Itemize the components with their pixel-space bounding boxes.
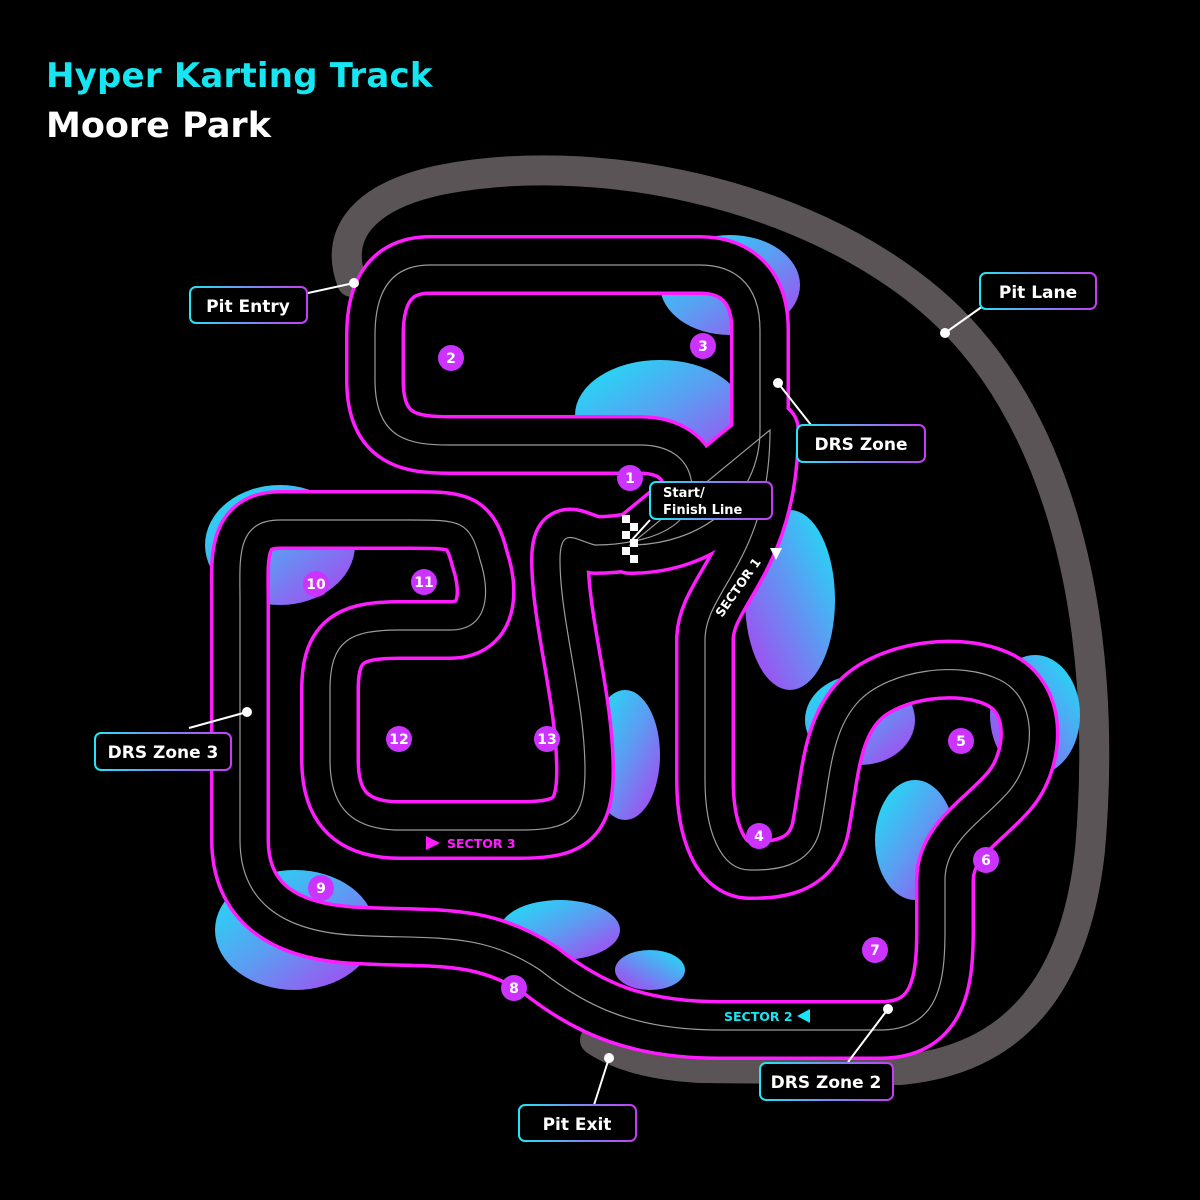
turn-1-marker: 1: [617, 465, 643, 491]
svg-text:10: 10: [306, 577, 326, 593]
turn-3-marker: 3: [690, 333, 716, 359]
start-finish-checker: [622, 515, 638, 563]
svg-text:11: 11: [414, 575, 433, 591]
callout-leaders: [188, 278, 984, 1106]
turn-13-marker: 13: [534, 726, 560, 752]
svg-text:8: 8: [509, 981, 519, 997]
svg-text:Start/: Start/: [663, 486, 705, 501]
svg-text:DRS Zone 2: DRS Zone 2: [771, 1073, 882, 1093]
turn-7-marker: 7: [862, 937, 888, 963]
svg-text:Pit Lane: Pit Lane: [999, 283, 1077, 303]
svg-text:5: 5: [956, 734, 966, 750]
svg-text:7: 7: [870, 943, 880, 959]
svg-text:DRS Zone 3: DRS Zone 3: [108, 743, 219, 763]
map-subtitle: Moore Park: [46, 106, 271, 146]
callout-start-finish: Start/ Finish Line: [649, 481, 773, 520]
sector-3-label: SECTOR 3: [447, 836, 516, 851]
turn-8-marker: 8: [501, 975, 527, 1001]
svg-text:DRS Zone: DRS Zone: [814, 435, 907, 455]
turn-9-marker: 9: [308, 875, 334, 901]
turn-12-marker: 12: [386, 726, 412, 752]
svg-text:9: 9: [316, 881, 326, 897]
turn-11-marker: 11: [411, 569, 437, 595]
turn-4-marker: 4: [746, 823, 772, 849]
turn-6-marker: 6: [973, 847, 999, 873]
map-title: Hyper Karting Track: [46, 56, 433, 96]
sector-2-label: SECTOR 2: [724, 1009, 793, 1024]
racing-line: [239, 264, 1030, 1031]
turn-10-marker: 10: [303, 571, 329, 597]
svg-text:Finish Line: Finish Line: [663, 503, 743, 518]
callout-drs-zone-2: DRS Zone 2: [759, 1062, 894, 1101]
callout-drs-zone: DRS Zone: [796, 424, 926, 463]
svg-text:13: 13: [537, 732, 556, 748]
svg-text:2: 2: [446, 351, 456, 367]
callout-drs-zone-3: DRS Zone 3: [94, 732, 232, 771]
svg-text:4: 4: [754, 829, 764, 845]
pit-lane-path: [331, 155, 1110, 1086]
svg-text:Pit Exit: Pit Exit: [543, 1115, 612, 1135]
turn-markers: 1 2 3 4 5 6 7 8 9 10 11 12 13: [303, 333, 999, 1001]
svg-text:3: 3: [698, 339, 708, 355]
svg-text:12: 12: [389, 732, 408, 748]
turn-2-marker: 2: [438, 345, 464, 371]
svg-text:Pit Entry: Pit Entry: [206, 297, 290, 317]
callout-pit-exit: Pit Exit: [518, 1104, 637, 1142]
callout-pit-lane: Pit Lane: [979, 272, 1097, 310]
sector-2-marker: SECTOR 2: [724, 1009, 810, 1024]
svg-text:1: 1: [625, 471, 635, 487]
turn-5-marker: 5: [948, 728, 974, 754]
svg-text:6: 6: [981, 853, 991, 869]
sector-3-marker: SECTOR 3: [426, 836, 516, 851]
callout-pit-entry: Pit Entry: [189, 286, 308, 324]
